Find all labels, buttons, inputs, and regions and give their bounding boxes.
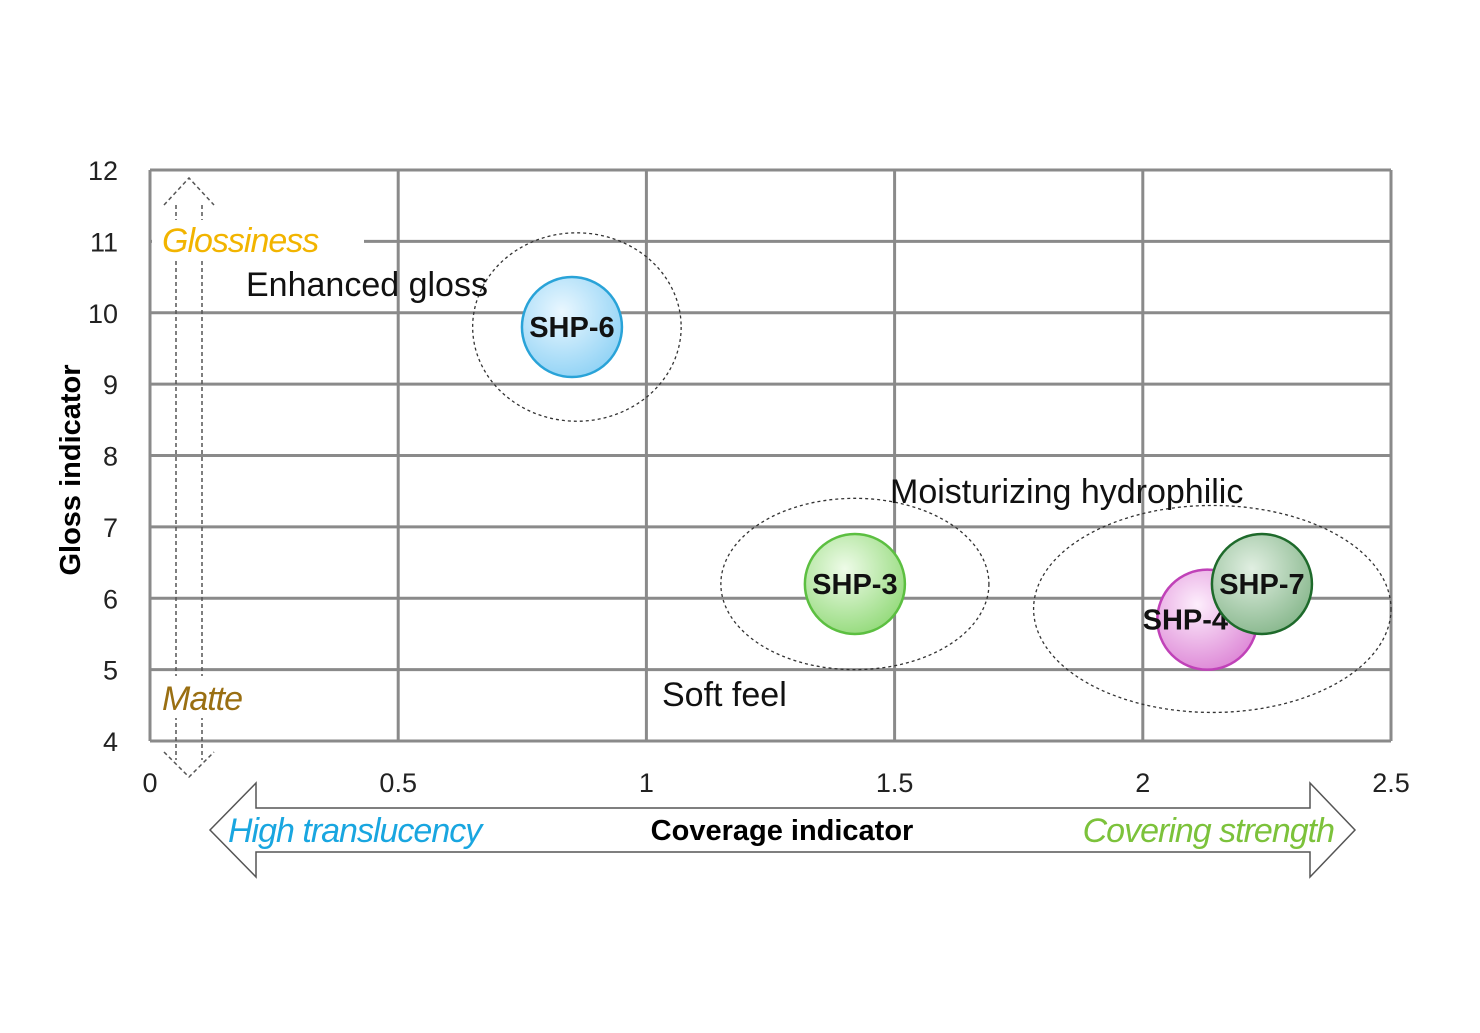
- x-tick-label: 2.5: [1372, 768, 1410, 798]
- y-tick-labels: 4 5 6 7 8 9 10 11 12: [88, 156, 118, 757]
- point-label: SHP-3: [812, 569, 897, 601]
- y-axis-label: Gloss indicator: [55, 364, 87, 575]
- y-tick-label: 8: [103, 442, 118, 472]
- y-tick-label: 11: [90, 227, 118, 257]
- glossiness-label: Glossiness: [162, 222, 319, 260]
- matte-label: Matte: [162, 680, 242, 718]
- point-label: SHP-6: [529, 312, 614, 344]
- group-ellipse: [720, 497, 990, 671]
- point-bubble: [803, 532, 907, 636]
- data-point: SHP-3: [803, 532, 907, 636]
- grid: [148, 168, 1393, 743]
- group-label: Moisturizing hydrophilic: [890, 473, 1243, 511]
- x-tick-label: 1: [639, 768, 654, 798]
- group-ellipse: [472, 232, 682, 422]
- covering-strength-label: Covering strength: [1083, 812, 1334, 850]
- x-axis-label: Coverage indicator: [651, 815, 914, 847]
- y-tick-label: 12: [88, 156, 118, 186]
- x-tick-label: 2: [1135, 768, 1150, 798]
- x-tick-label: 1.5: [876, 768, 914, 798]
- coverage-direction-arrow: [208, 781, 1357, 879]
- y-tick-label: 4: [103, 727, 118, 757]
- matte-label-bg: [152, 676, 274, 718]
- y-tick-label: 9: [103, 370, 118, 400]
- x-tick-label: 0: [142, 768, 157, 798]
- y-tick-label: 10: [88, 299, 118, 329]
- high-translucency-label: High translucency: [228, 812, 484, 850]
- x-tick-labels: 0 0.5 1 1.5 2 2.5: [142, 768, 1409, 798]
- glossiness-label-bg: [152, 220, 364, 260]
- point-bubble: [1210, 532, 1314, 636]
- data-point: SHP-6: [520, 275, 624, 379]
- group-ellipses: [472, 232, 1392, 714]
- y-tick-label: 7: [103, 513, 118, 543]
- group-label: Soft feel: [662, 676, 787, 714]
- y-tick-label: 6: [103, 584, 118, 614]
- data-point: SHP-7: [1210, 532, 1314, 636]
- x-tick-label: 0.5: [379, 768, 417, 798]
- point-bubble: [520, 275, 624, 379]
- point-label: SHP-4: [1143, 605, 1228, 637]
- group-ellipse: [1032, 504, 1392, 714]
- point-label: SHP-7: [1219, 569, 1304, 601]
- group-label: Enhanced gloss: [246, 266, 488, 304]
- y-tick-label: 5: [103, 656, 118, 686]
